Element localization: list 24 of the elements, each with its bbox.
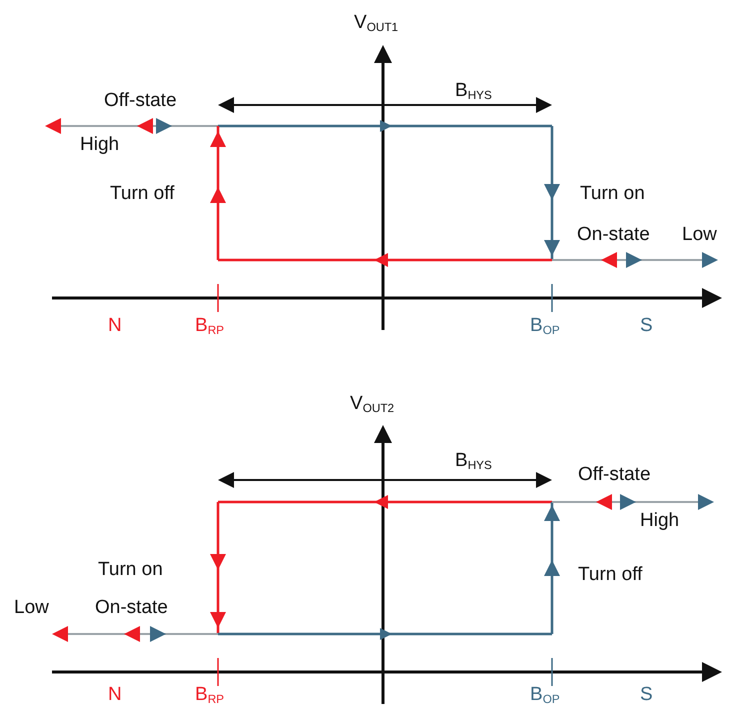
threshold-label: B$_{OP}$ bbox=[530, 684, 560, 708]
pole-label: S bbox=[640, 315, 653, 337]
pole-label: N bbox=[108, 684, 122, 706]
output-level-label: Low bbox=[14, 597, 49, 619]
axis-label: V$_{OUT2}$ bbox=[350, 393, 394, 417]
dimension-label: B$_{HYS}$ bbox=[455, 80, 492, 104]
state-label: On-state bbox=[577, 224, 650, 246]
threshold-label: B$_{RP}$ bbox=[195, 684, 224, 708]
threshold-label: B$_{OP}$ bbox=[530, 315, 560, 339]
state-label: Off-state bbox=[578, 464, 651, 486]
output-level-label: Low bbox=[682, 224, 717, 246]
axis-label: V$_{OUT1}$ bbox=[354, 12, 398, 36]
output-level-label: High bbox=[80, 134, 120, 156]
threshold-label: B$_{RP}$ bbox=[195, 315, 224, 339]
dimension-label: B$_{HYS}$ bbox=[455, 450, 492, 474]
pole-label: S bbox=[640, 684, 653, 706]
pole-label: N bbox=[108, 315, 122, 337]
transition-label: Turn off bbox=[110, 183, 174, 205]
state-label: On-state bbox=[95, 597, 168, 619]
transition-label: Turn on bbox=[580, 183, 645, 205]
transition-label: Turn on bbox=[98, 559, 163, 581]
output-level-label: High bbox=[640, 510, 680, 532]
transition-label: Turn off bbox=[578, 564, 642, 586]
state-label: Off-state bbox=[104, 90, 177, 112]
